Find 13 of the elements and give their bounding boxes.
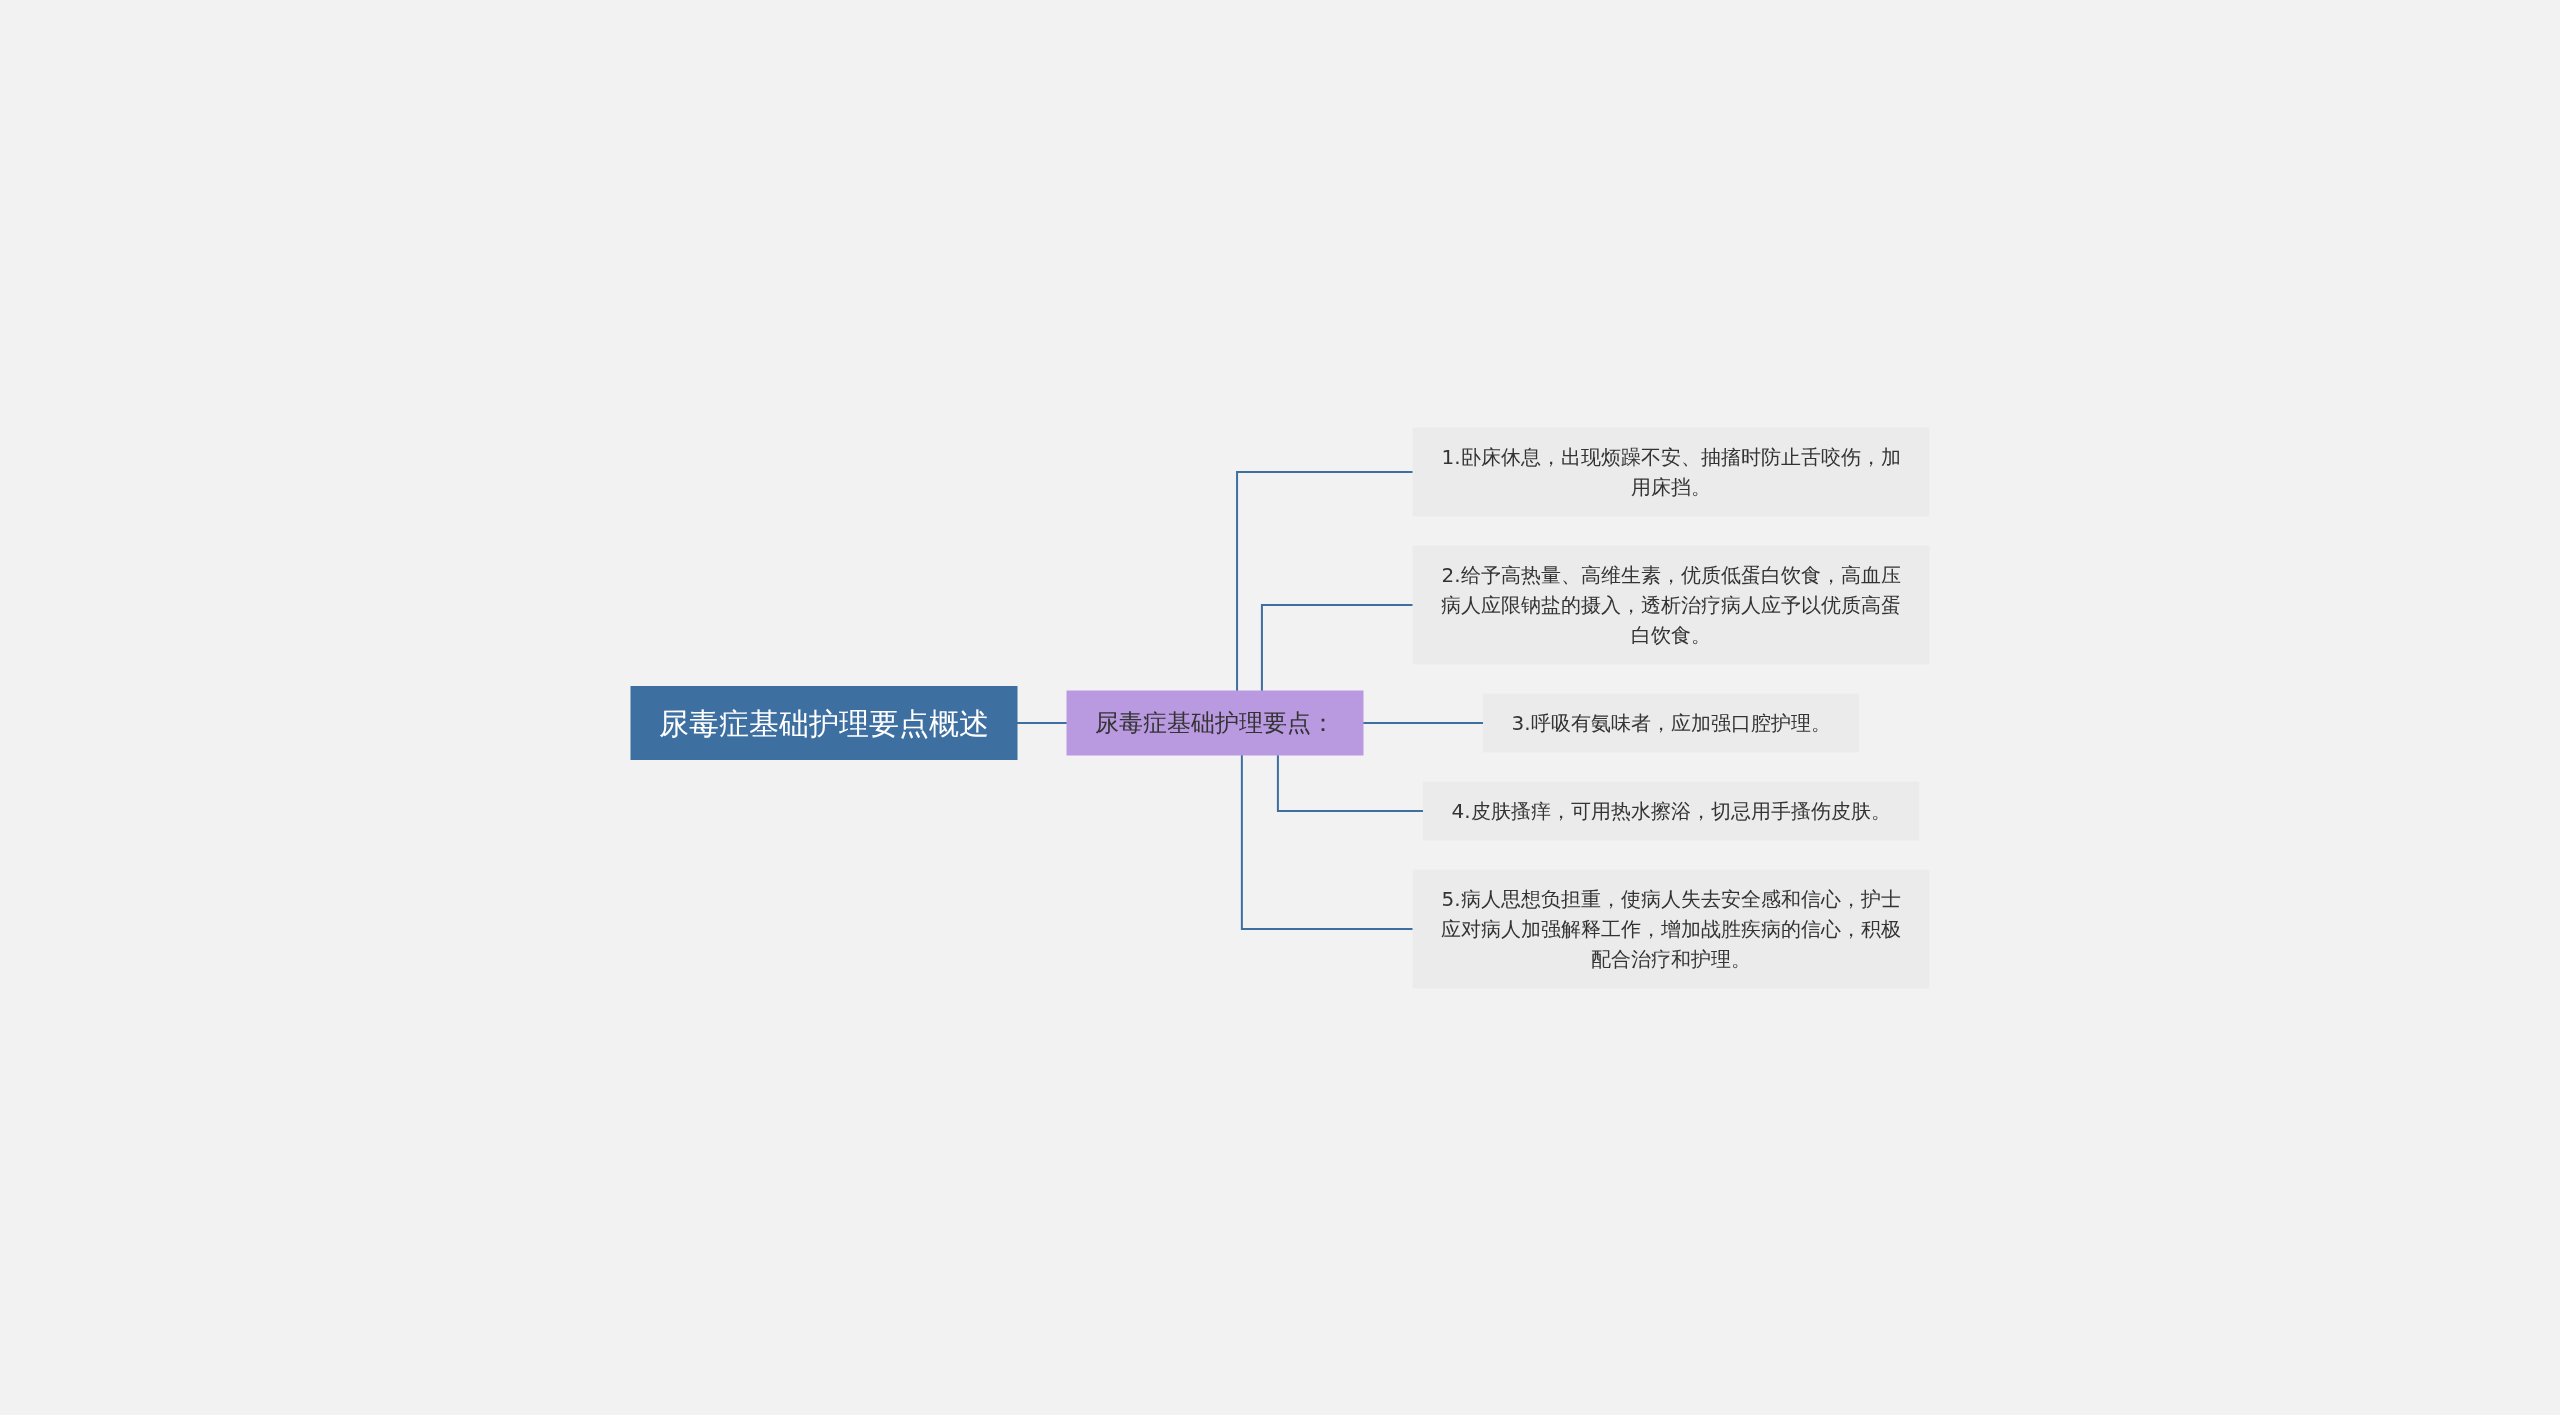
node-box: 尿毒症基础护理要点： (1066, 690, 1364, 755)
node-box: 4.皮肤搔痒，可用热水擦浴，切忌用手搔伤皮肤。 (1422, 781, 1920, 840)
node-box: 尿毒症基础护理要点概述 (630, 685, 1018, 760)
node-box: 5.病人思想负担重，使病人失去安全感和信心，护士应对病人加强解释工作，增加战胜疾病的信心，积极配合治疗和护理。 (1412, 869, 1930, 988)
connector (1362, 721, 1485, 724)
connector (1276, 753, 1425, 812)
node-box: 3.呼吸有氨味者，应加强口腔护理。 (1482, 693, 1860, 752)
connector (1236, 470, 1414, 692)
connector (1016, 721, 1068, 724)
node-box: 1.卧床休息，出现烦躁不安、抽搐时防止舌咬伤，加用床挡。 (1412, 427, 1930, 516)
connector (1240, 753, 1414, 930)
node-box: 2.给予高热量、高维生素，优质低蛋白饮食，高血压病人应限钠盐的摄入，透析治疗病人应予以优质高蛋白饮食。 (1412, 545, 1930, 664)
connector (1260, 603, 1414, 692)
